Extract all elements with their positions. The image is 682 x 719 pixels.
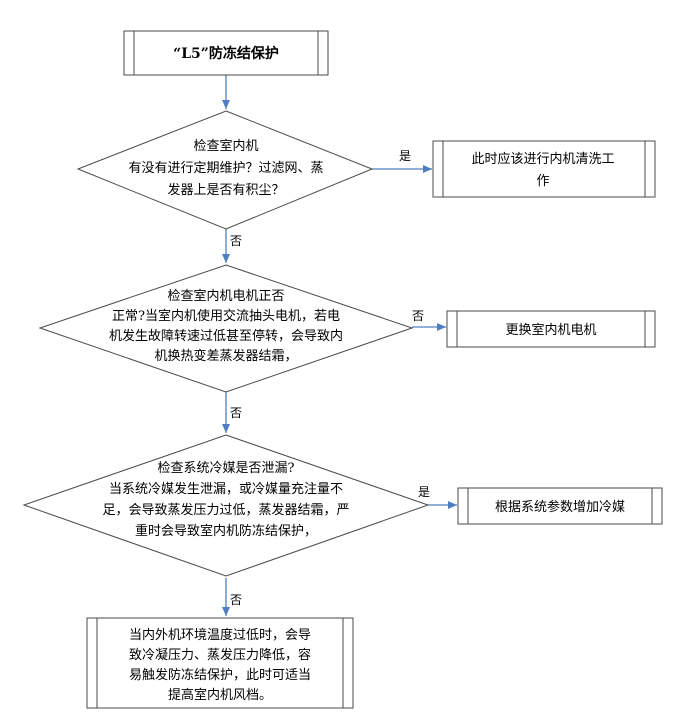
check1-line-3: 发器上是否有积尘？ xyxy=(167,182,284,198)
action3-line-1: 根据系统参数增加冷媒 xyxy=(495,499,625,515)
action1-line-1: 此时应该进行内机清洗工 xyxy=(471,151,614,167)
node-check-indoor-maintenance: 检查室内机 有没有进行定期维护？过滤网、蒸 发器上是否有积尘？ xyxy=(76,110,374,230)
check2-line-3: 机发生故障转速过低甚至停转，会导致内 xyxy=(109,328,343,344)
node-action-replace-motor: 更换室内机电机 xyxy=(446,310,656,348)
check2-line-1: 检查室内机电机正否 xyxy=(167,288,284,304)
check2-line-4: 机换热变差蒸发器结霜， xyxy=(154,348,297,364)
node-final-low-temperature: 当内外机环境温度过低时，会导 致冷凝压力、蒸发压力降低，容 易触发防冻结保护，此… xyxy=(86,617,354,709)
check2-line-2: 正常?当室内机使用交流抽头电机，若电 xyxy=(112,308,340,324)
node-start-text: “L5”防冻结保护 xyxy=(173,45,279,62)
check1-line-1: 检查室内机 xyxy=(193,138,258,154)
edge-label-no-2-right: 否 xyxy=(412,309,424,323)
check3-line-4: 重时会导致室内机防冻结保护， xyxy=(135,523,317,539)
final-line-4: 提高室内机风档。 xyxy=(168,687,272,703)
node-action-add-refrigerant: 根据系统参数增加冷媒 xyxy=(457,487,663,525)
check3-line-2: 当系统冷媒发生泄漏，或冷媒量充注量不 xyxy=(109,481,343,497)
edge-label-yes-3: 是 xyxy=(418,485,430,499)
edge-label-no-2-down: 否 xyxy=(230,406,242,420)
check1-line-2: 有没有进行定期维护？过滤网、蒸 xyxy=(128,161,323,176)
check3-line-3: 足，会导致蒸发压力过低，蒸发器结霜，严 xyxy=(102,502,349,518)
action1-line-2: 作 xyxy=(536,174,549,189)
node-start: “L5”防冻结保护 xyxy=(123,30,329,76)
edge-label-yes-1: 是 xyxy=(399,149,411,163)
final-line-2: 致冷凝压力、蒸发压力降低，容 xyxy=(129,647,311,663)
final-line-3: 易触发防冻结保护，此时可适当 xyxy=(129,667,311,683)
action2-line-1: 更换室内机电机 xyxy=(505,322,596,338)
check3-line-1: 检查系统冷媒是否泄漏? xyxy=(158,460,295,476)
node-check-refrigerant-leak: 检查系统冷媒是否泄漏? 当系统冷媒发生泄漏，或冷媒量充注量不 足，会导致蒸发压力… xyxy=(22,434,430,577)
edge-label-no-1: 否 xyxy=(230,234,242,248)
edge-label-no-3: 否 xyxy=(230,593,242,607)
node-check-indoor-motor: 检查室内机电机正否 正常?当室内机使用交流抽头电机，若电 机发生故障转速过低甚至… xyxy=(38,264,414,393)
node-action-clean-indoor: 此时应该进行内机清洗工 作 xyxy=(432,140,656,198)
final-line-1: 当内外机环境温度过低时，会导 xyxy=(129,627,311,643)
